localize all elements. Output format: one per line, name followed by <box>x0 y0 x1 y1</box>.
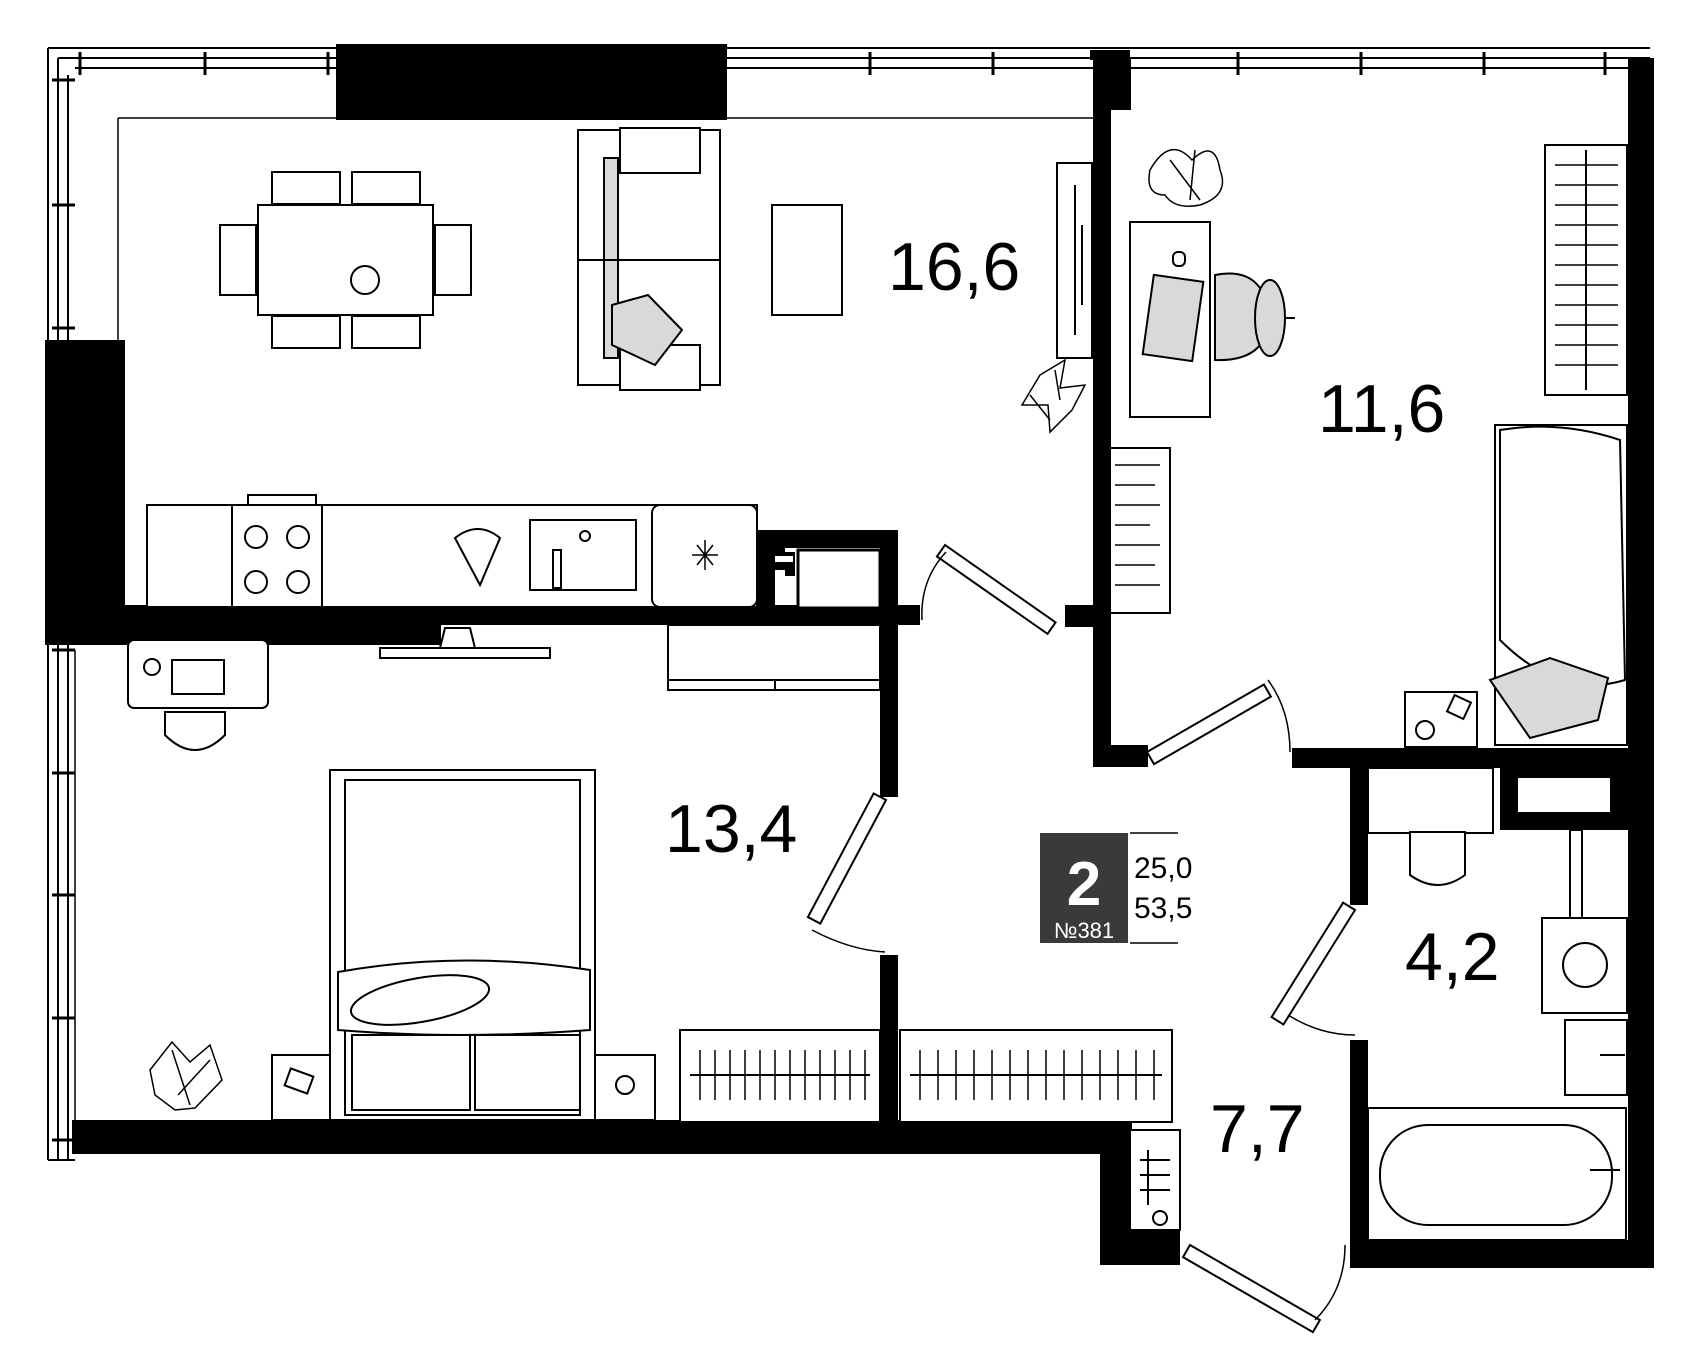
plant-bedroom <box>149 1040 223 1111</box>
room-area-bathroom: 4,2 <box>1405 919 1500 995</box>
sofa <box>577 127 721 391</box>
doors <box>806 543 1357 1334</box>
apartment-number: №381 <box>1054 918 1114 943</box>
apartment-badge: 2 №381 25,0 53,5 <box>1040 832 1192 944</box>
coat-rack <box>1129 1129 1181 1231</box>
kitchen-counter <box>146 494 758 608</box>
dining-set <box>219 171 472 349</box>
room-area-hallway: 7,7 <box>1210 1091 1305 1167</box>
single-bed <box>1404 424 1628 748</box>
room-area-bedroom-large: 13,4 <box>665 791 797 867</box>
plant-small-bedroom <box>1148 148 1224 207</box>
walls <box>45 44 1654 1268</box>
desk-area <box>1129 221 1295 418</box>
tv-unit <box>1056 162 1093 359</box>
total-area: 53,5 <box>1134 892 1192 925</box>
bookshelf <box>1109 447 1171 614</box>
room-area-living: 16,6 <box>888 229 1020 305</box>
bathroom-fixtures <box>1367 767 1628 1241</box>
wardrobe <box>1544 144 1628 396</box>
double-bed <box>271 769 656 1121</box>
dresser <box>667 624 881 691</box>
plant-living <box>1020 358 1087 434</box>
room-area-bedroom-small: 11,6 <box>1318 371 1445 447</box>
living-area: 25,0 <box>1134 852 1192 885</box>
work-desk <box>127 627 551 751</box>
column-recess <box>796 548 882 610</box>
hallway-wardrobe <box>679 1029 1173 1123</box>
rug <box>771 204 843 316</box>
rooms-count: 2 <box>1067 850 1101 919</box>
